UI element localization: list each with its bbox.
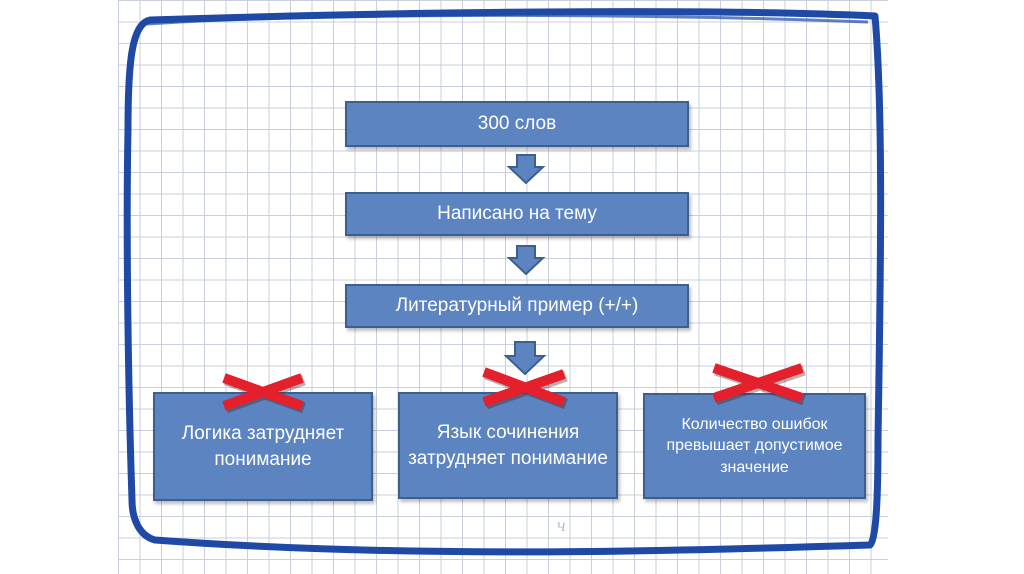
step-literary-example: Литературный пример (+/+) xyxy=(345,284,689,328)
criterion-label: Логика затрудняет понимание xyxy=(181,422,345,470)
criterion-errors: Количество ошибок превышает допустимое з… xyxy=(643,393,866,499)
arrow-down-icon xyxy=(506,154,546,185)
step-label: Написано на тему xyxy=(437,203,597,225)
arrow-down-icon xyxy=(506,245,546,276)
criterion-label: Язык сочинения затрудняет понимание xyxy=(408,421,608,469)
criterion-label: Количество ошибок превышает допустимое з… xyxy=(666,415,843,476)
x-mark-icon xyxy=(712,363,806,406)
x-mark-icon xyxy=(222,373,306,414)
step-word-count: 300 слов xyxy=(345,101,689,147)
arrow-down-icon xyxy=(503,341,547,376)
handwritten-mark: ч xyxy=(556,516,566,535)
criterion-language: Язык сочинения затрудняет понимание xyxy=(398,392,618,499)
step-on-topic: Написано на тему xyxy=(345,192,689,236)
criterion-logic: Логика затрудняет понимание xyxy=(153,392,373,501)
x-mark-icon xyxy=(482,367,568,410)
step-label: Литературный пример (+/+) xyxy=(395,295,639,317)
step-label: 300 слов xyxy=(477,113,557,135)
